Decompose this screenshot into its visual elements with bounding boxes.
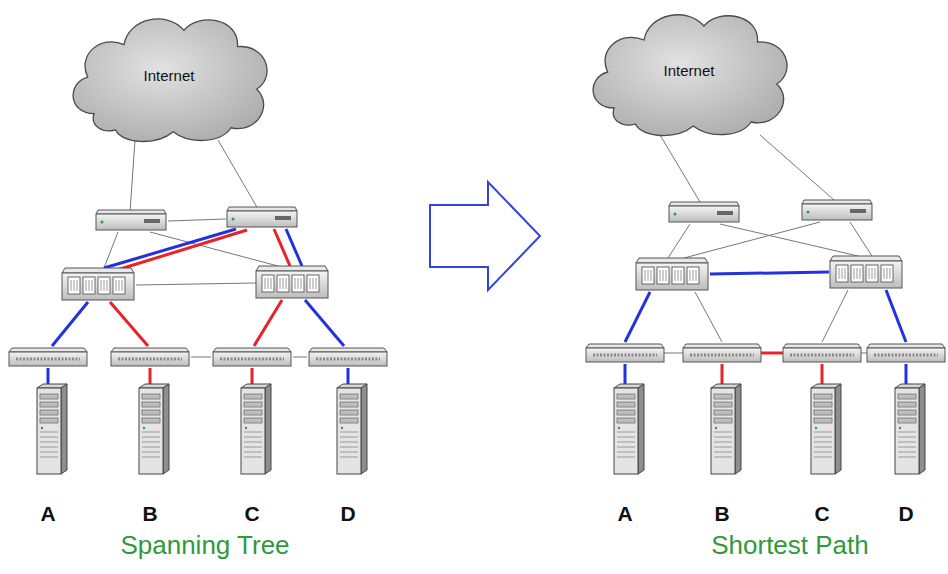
server-icon (227, 382, 277, 478)
spanning-tree-links (48, 140, 348, 384)
server-icon (797, 382, 847, 478)
server-icon (323, 382, 373, 478)
server-label: D (323, 502, 373, 526)
server-label: A (23, 502, 73, 526)
internet-cloud: Internet (62, 4, 276, 146)
internet-cloud: Internet (582, 0, 796, 140)
server-label: B (697, 502, 747, 526)
shortest-path-devices (586, 200, 945, 362)
shortest-path-links (625, 135, 906, 384)
transition-arrow (430, 182, 540, 290)
cloud-label: Internet (144, 67, 195, 84)
server-node: A (600, 382, 650, 562)
server-icon (600, 382, 650, 478)
server-icon (23, 382, 73, 478)
server-node: D (881, 382, 931, 562)
panel-caption: Shortest Path (711, 530, 869, 561)
server-label: C (227, 502, 277, 526)
server-icon (881, 382, 931, 478)
spanning-tree-devices (9, 207, 387, 366)
panel-caption: Spanning Tree (120, 530, 289, 561)
cloud-label: Internet (664, 62, 715, 79)
server-icon (697, 382, 747, 478)
server-label: B (125, 502, 175, 526)
server-label: D (881, 502, 931, 526)
server-label: C (797, 502, 847, 526)
server-node: D (323, 382, 373, 562)
server-node: A (23, 382, 73, 562)
server-label: A (600, 502, 650, 526)
server-icon (125, 382, 175, 478)
